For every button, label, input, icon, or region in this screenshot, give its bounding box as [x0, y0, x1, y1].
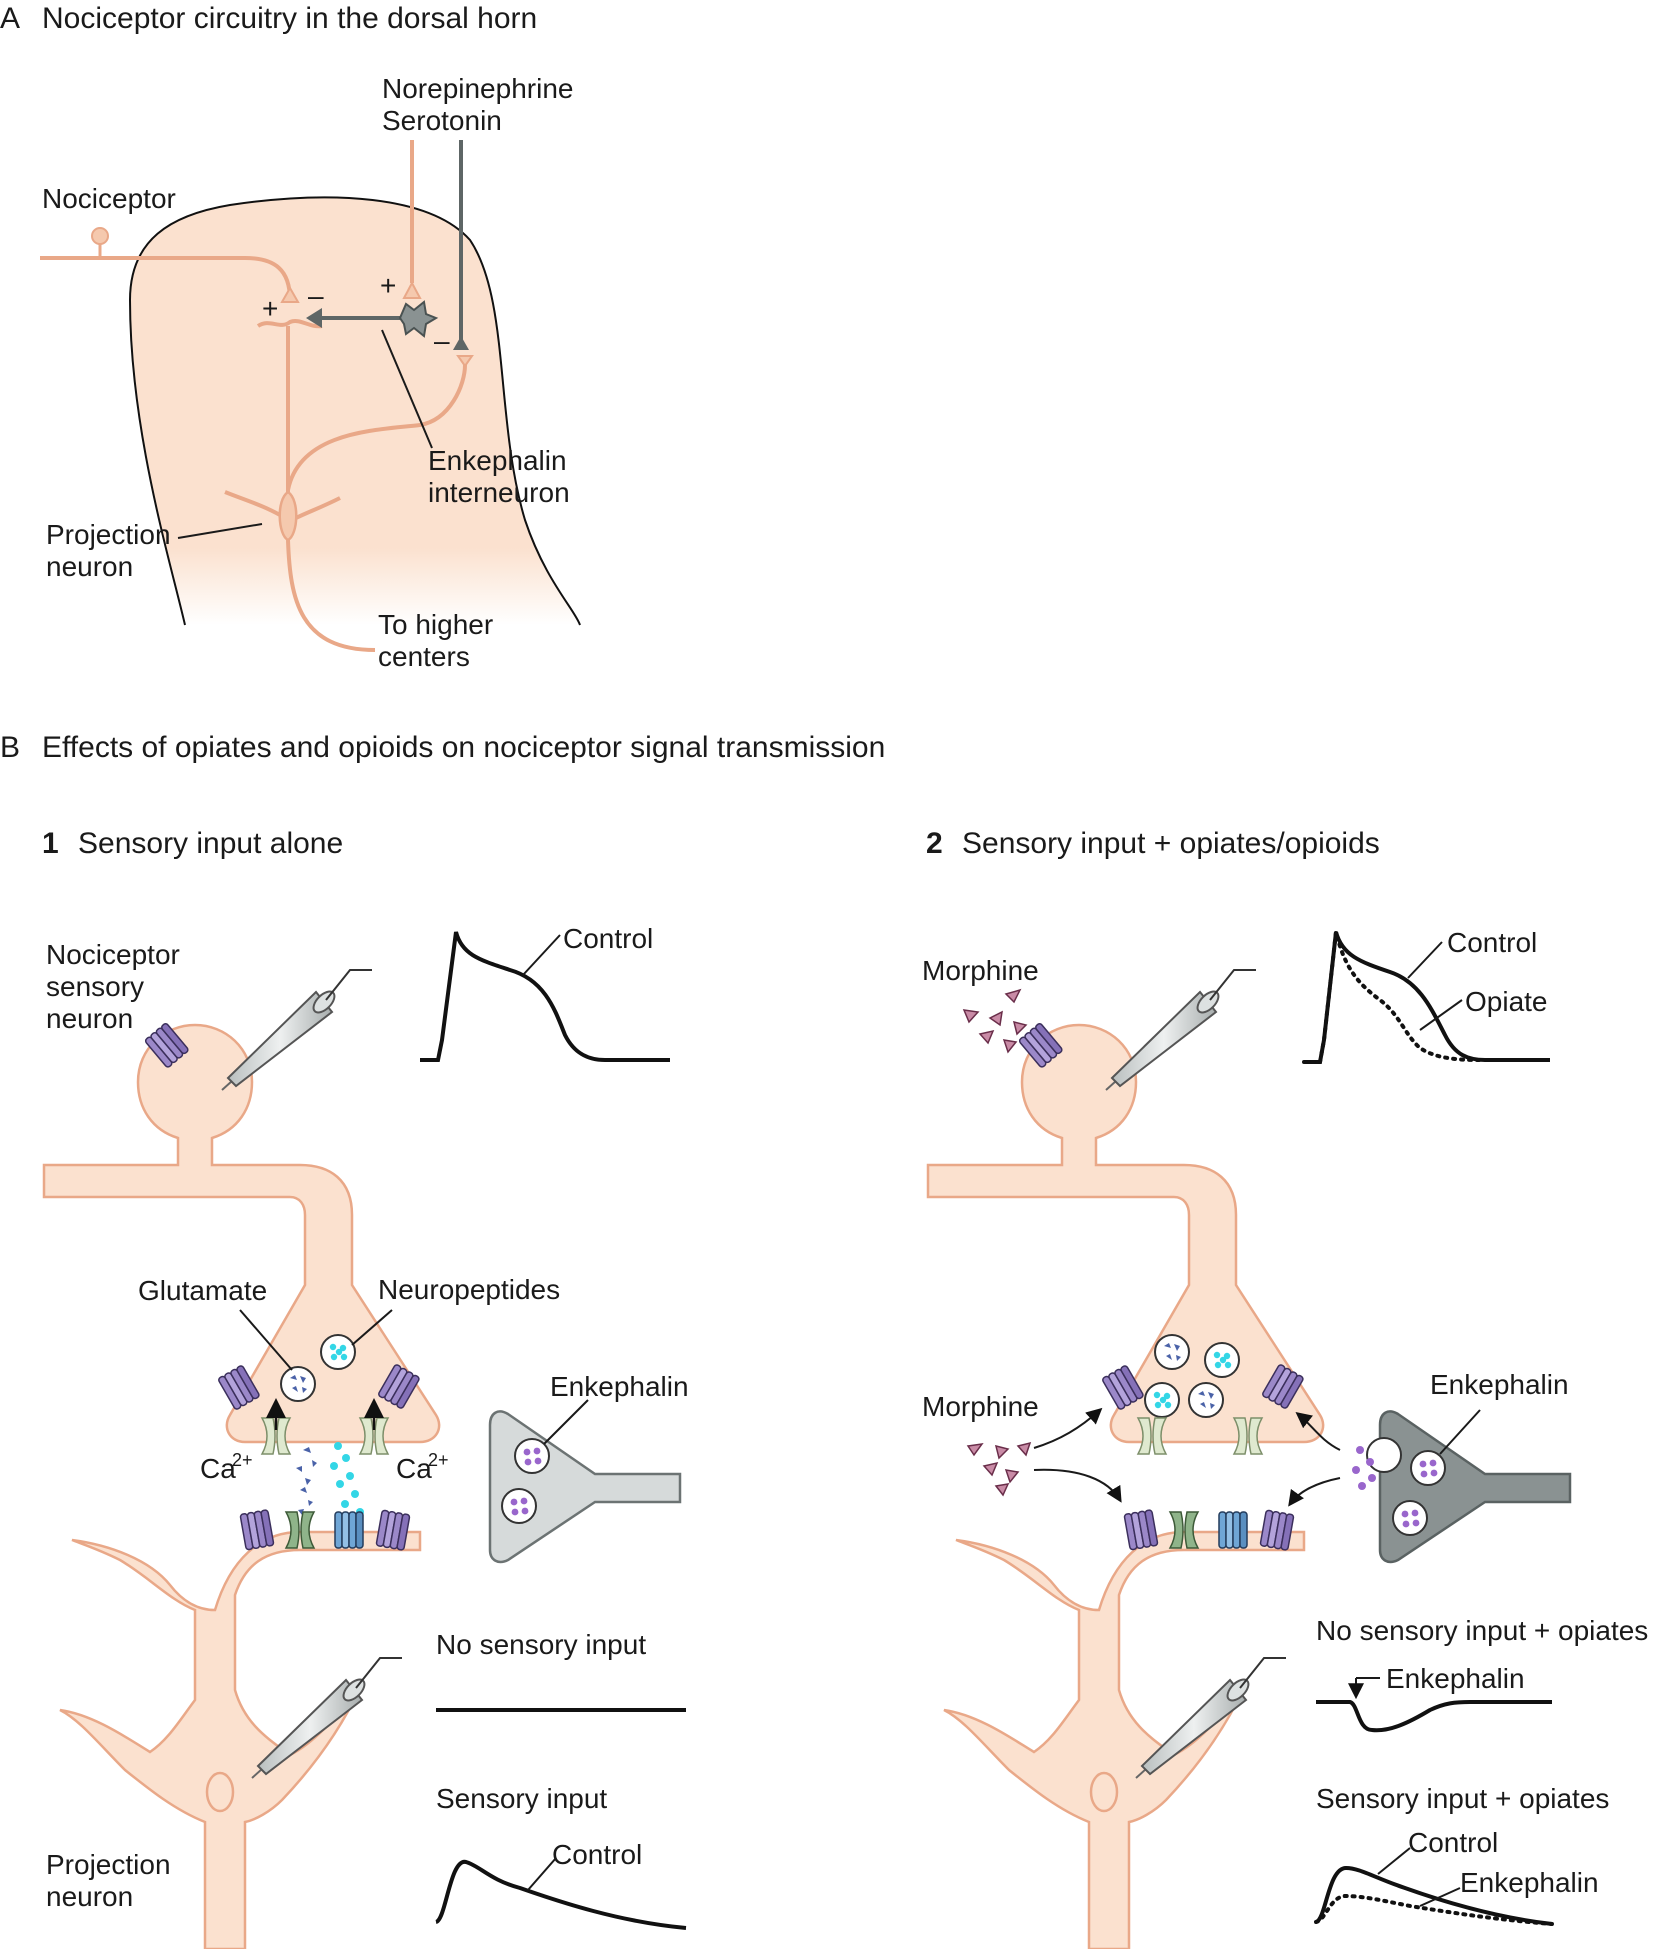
b1-epsp-control-label: Control [552, 1839, 642, 1870]
b1-nociceptor-label-3: neuron [46, 1003, 133, 1034]
b2-post-receptor-blue [1218, 1511, 1248, 1549]
b1-ca-left-sup: 2+ [232, 1450, 253, 1470]
b1-title: Sensory input alone [78, 827, 343, 860]
b2-morphine-synapse [966, 1441, 1032, 1497]
b2-recording-pipette-top [1105, 969, 1257, 1091]
b1-no-input-label: No sensory input [436, 1629, 646, 1660]
b2-epsp-enkephalin-trace [1314, 1893, 1554, 1926]
b2-ap-control-label: Control [1447, 927, 1537, 958]
projection-soma [278, 490, 298, 542]
b2-nociceptor-neuron [926, 1023, 1325, 1444]
b1-epsp-control-trace [434, 1860, 687, 1930]
label-serotonin: Serotonin [382, 105, 502, 136]
b2-ap-opiate-trace [1302, 931, 1482, 1064]
b1-ca-left: Ca [200, 1453, 236, 1484]
sign-plus-2: + [380, 270, 396, 301]
dorsal-horn-edge [128, 196, 581, 626]
panel-b-letter: B [0, 731, 20, 764]
b1-neuropeptide-vesicle [320, 1334, 356, 1370]
nociceptor-terminal [280, 285, 300, 303]
b2-morphine-top [962, 988, 1028, 1054]
b1-enkephalin-vesicle-1 [514, 1438, 550, 1474]
b2-vesicle-pep-1 [1204, 1342, 1240, 1378]
enkephalin-soma [398, 300, 439, 338]
projection-collateral [286, 364, 467, 491]
b1-number: 1 [42, 827, 59, 860]
b2-number: 2 [926, 827, 943, 860]
b2-enkephalin-vesicle-1 [1410, 1450, 1446, 1486]
b1-nociceptor-label-2: sensory [46, 971, 144, 1002]
b2-epsp-enkephalin-label: Enkephalin [1460, 1867, 1599, 1898]
b2-projection-neuron [943, 1530, 1306, 1949]
b1-enkephalin-interneuron [488, 1410, 682, 1564]
b1-neuropeptides-label: Neuropeptides [378, 1274, 560, 1305]
b2-epsp-control-trace [1314, 1865, 1553, 1926]
label-higher-centers: To higher [378, 609, 493, 640]
b1-projection-label: Projection [46, 1849, 171, 1880]
b1-released-glutamate [296, 1447, 317, 1515]
label-projection: Projection [46, 519, 171, 550]
b1-glutamate-vesicle [280, 1366, 316, 1402]
sign-minus-2: – [434, 325, 450, 356]
b2-epsp-control-label: Control [1408, 1827, 1498, 1858]
projection-dendrite-left [224, 490, 281, 517]
b1-post-receptor-purple-1 [239, 1508, 275, 1551]
projection-dendrite-right [295, 496, 341, 520]
b2-input-label: Sensory input + opiates [1316, 1783, 1609, 1814]
label-enkephalin-interneuron-2: interneuron [428, 477, 570, 508]
b1-ca-right-sup: 2+ [428, 1450, 449, 1470]
label-enkephalin-interneuron: Enkephalin [428, 445, 567, 476]
b2-enkephalin-label: Enkephalin [1430, 1369, 1569, 1400]
b2-post-receptor-purple-1 [1123, 1508, 1159, 1551]
b2-ap-opiate-label: Opiate [1465, 986, 1548, 1017]
b1-ca-right: Ca [396, 1453, 432, 1484]
sign-plus-1: + [262, 293, 278, 324]
b2-ap-control-trace [1304, 931, 1550, 1064]
projection-axon [286, 539, 376, 652]
b1-post-receptor-blue [334, 1511, 364, 1549]
nociceptor-soma [91, 227, 109, 245]
b2-recording-pipette-bottom [1135, 1657, 1287, 1779]
b2-vesicle-glu-1 [1154, 1334, 1190, 1370]
panel-a-letter: A [0, 2, 20, 35]
b1-nociceptor-label: Nociceptor [46, 939, 180, 970]
b2-enkephalin-vesicle-2 [1392, 1500, 1428, 1536]
b1-enkephalin-vesicle-2 [501, 1488, 537, 1524]
label-nociceptor: Nociceptor [42, 183, 176, 214]
b2-projection-nucleus [1089, 1771, 1119, 1813]
b1-enkephalin-label: Enkephalin [550, 1371, 689, 1402]
b2-title: Sensory input + opiates/opioids [962, 827, 1380, 860]
b2-morphine-label-top: Morphine [922, 955, 1039, 986]
b1-released-neuropeptides [330, 1442, 364, 1516]
panel-b-title: Effects of opiates and opioids on nocice… [42, 731, 885, 764]
b2-vesicle-glu-2 [1188, 1382, 1224, 1418]
b1-recording-pipette-top [221, 969, 373, 1091]
b1-recording-pipette-bottom [251, 1657, 403, 1779]
b1-ap-control-trace [420, 931, 670, 1062]
b2-enkephalin-interneuron [1378, 1410, 1572, 1564]
b1-ap-control-label: Control [563, 923, 653, 954]
label-norepinephrine: Norepinephrine [382, 73, 573, 104]
b1-projection-label-2: neuron [46, 1881, 133, 1912]
b1-input-label: Sensory input [436, 1783, 607, 1814]
b2-no-input-label: No sensory input + opiates [1316, 1615, 1648, 1646]
label-higher-centers-2: centers [378, 641, 470, 672]
b2-morphine-label-synapse: Morphine [922, 1391, 1039, 1422]
b2-hyperpolarization-trace [1316, 1700, 1552, 1733]
b1-post-receptor-purple-2 [375, 1509, 411, 1552]
sign-minus-1: – [308, 280, 324, 311]
b2-released-enkephalin [1352, 1446, 1376, 1490]
dorsal-horn-outline [130, 197, 580, 626]
b2-post-receptor-purple-2 [1259, 1509, 1295, 1552]
label-projection-2: neuron [46, 551, 133, 582]
b2-enkephalin-arrow-label: Enkephalin [1386, 1663, 1525, 1694]
projection-dendrite-top [256, 319, 323, 329]
panel-a-title: Nociceptor circuitry in the dorsal horn [42, 2, 537, 35]
b2-vesicle-pep-2 [1144, 1382, 1180, 1418]
b1-projection-neuron [59, 1530, 422, 1949]
b1-glutamate-label: Glutamate [138, 1275, 267, 1306]
b1-projection-nucleus [205, 1771, 235, 1813]
